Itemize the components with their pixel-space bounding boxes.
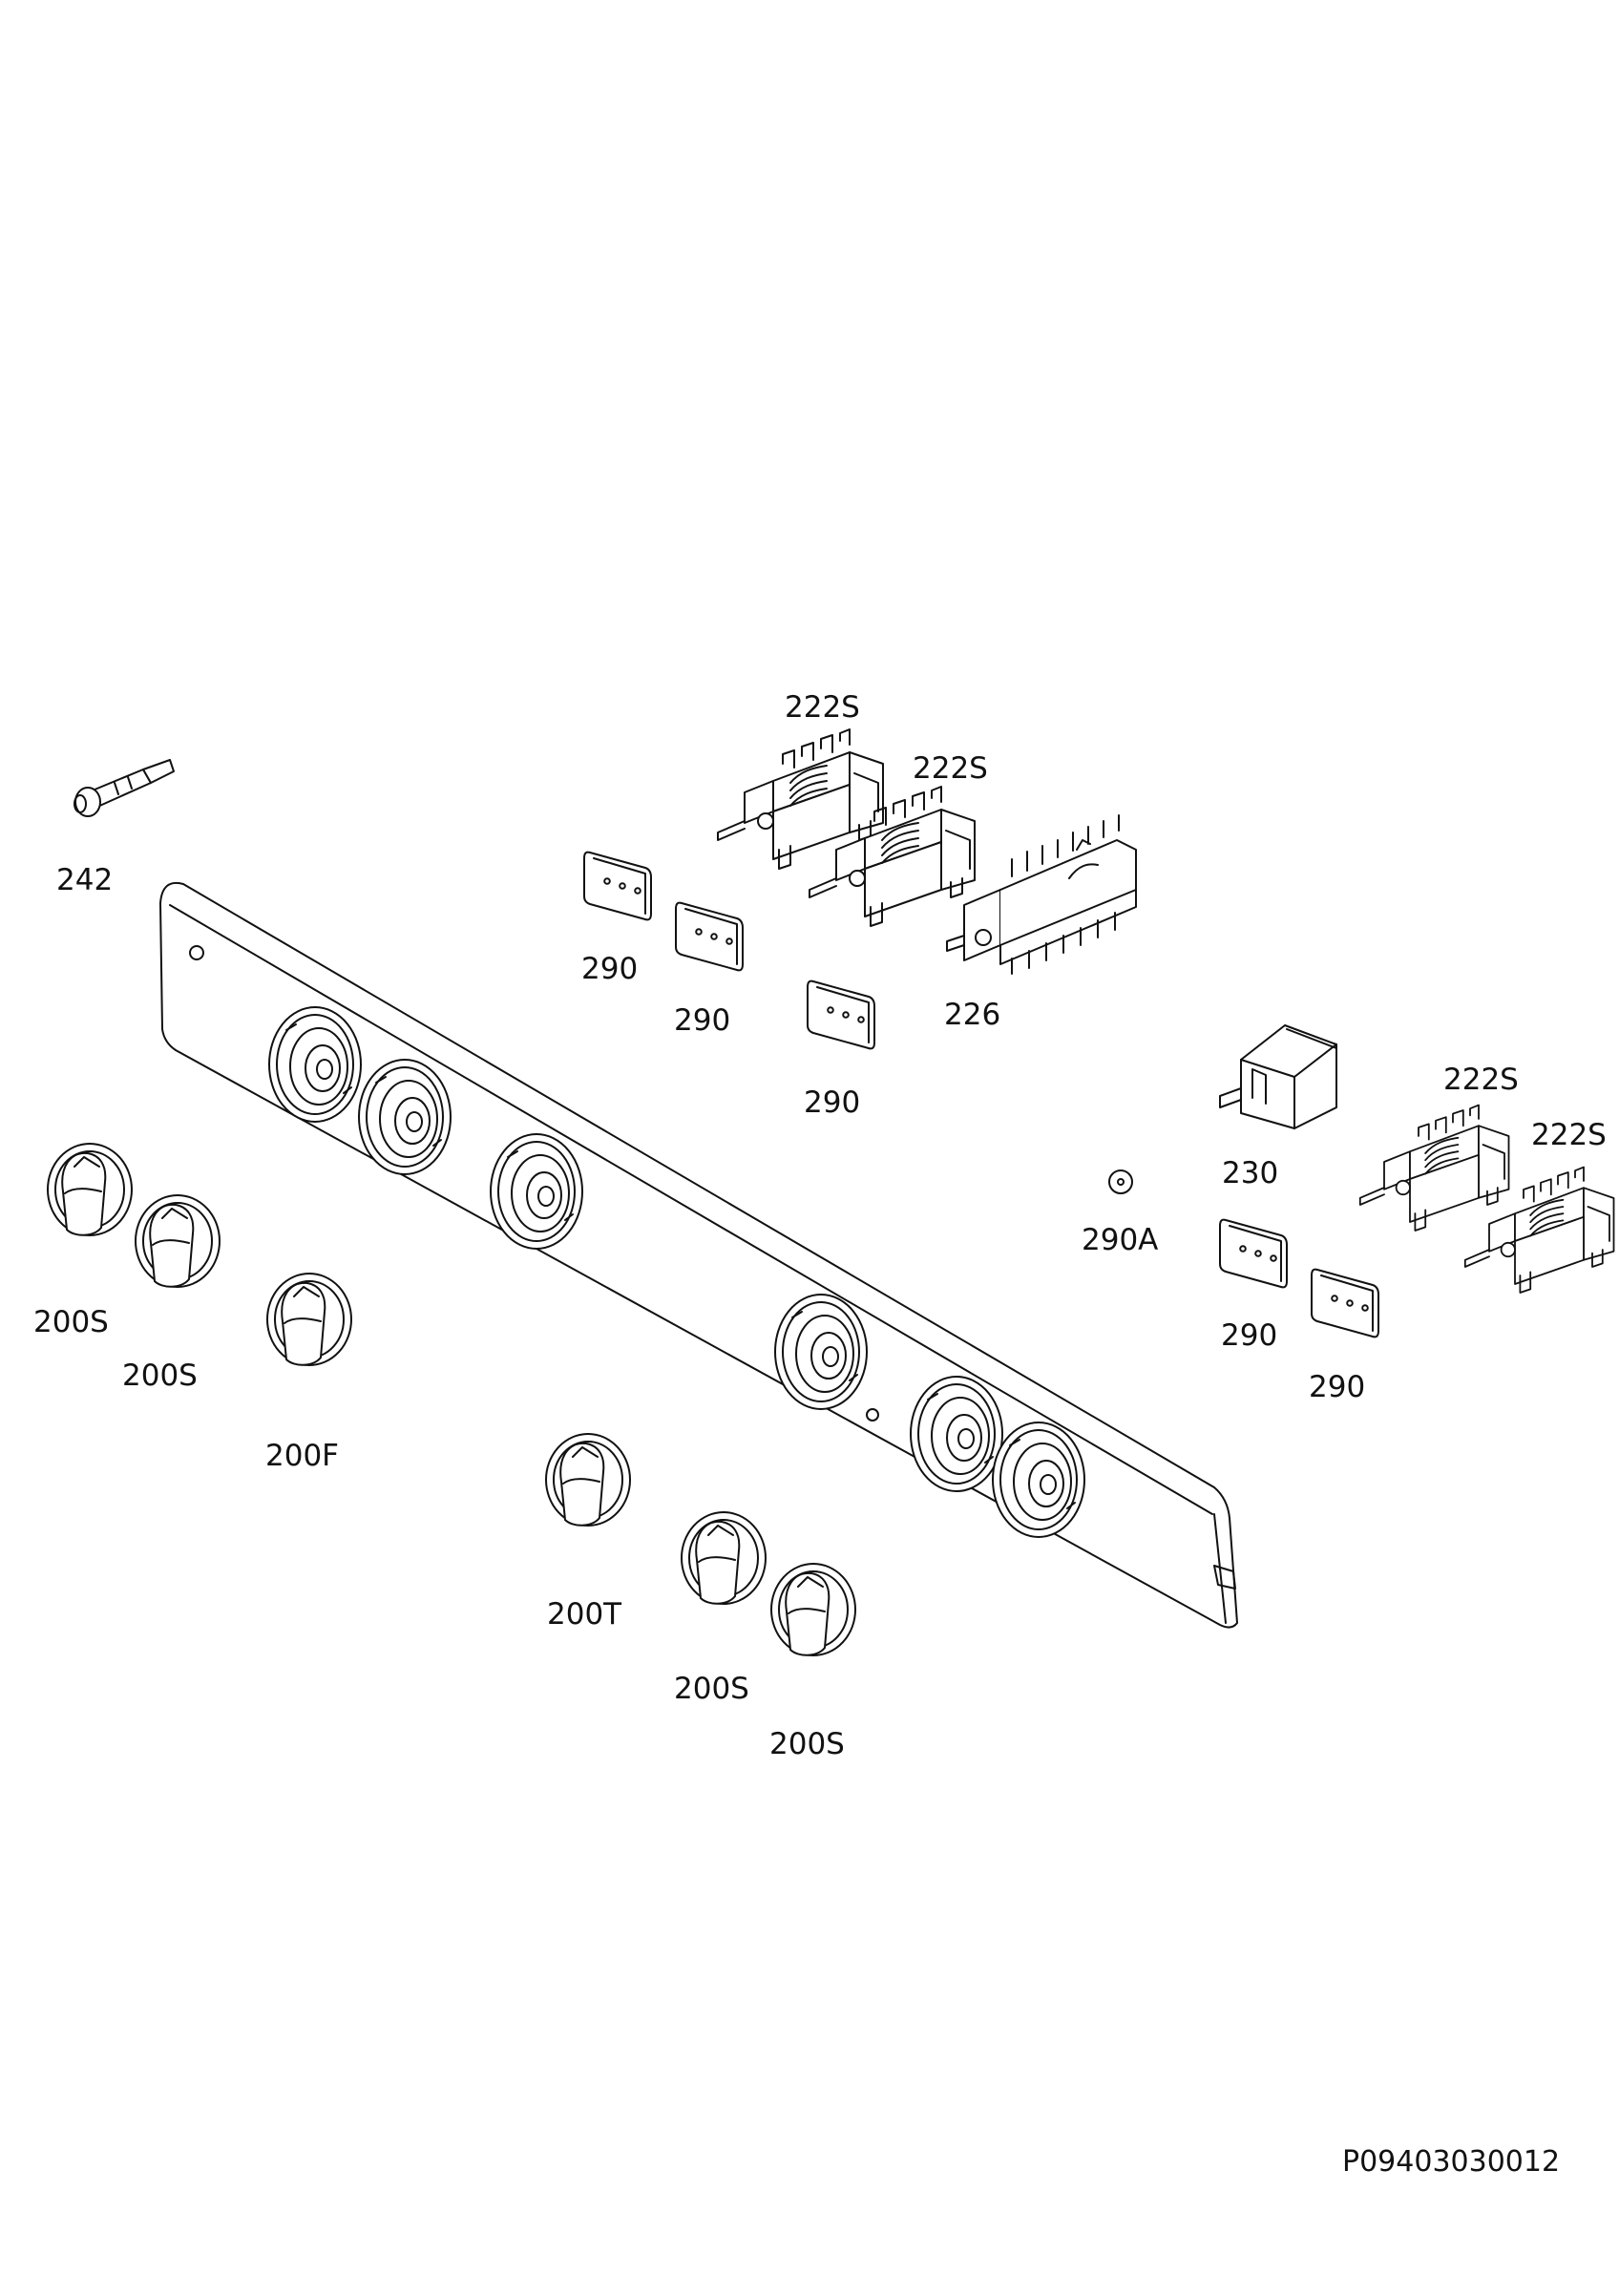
rotary-switch-222s-3 <box>1358 1104 1510 1232</box>
label-200s-3: 200S <box>674 1672 749 1706</box>
knob-200s-4 <box>770 1563 856 1656</box>
label-290-2: 290 <box>674 1003 731 1038</box>
selector-switch-226 <box>946 814 1137 975</box>
knob-200f <box>266 1273 352 1366</box>
label-200s-2: 200S <box>122 1359 198 1393</box>
mounting-plate-290-1 <box>583 851 652 921</box>
label-230: 230 <box>1222 1156 1279 1190</box>
label-222s-3: 222S <box>1443 1063 1519 1097</box>
label-200s-4: 200S <box>769 1727 845 1761</box>
drawing-code: P09403030012 <box>1342 2145 1561 2179</box>
label-290-4: 290 <box>1221 1318 1278 1353</box>
label-290-3: 290 <box>804 1085 861 1120</box>
label-290-1: 290 <box>581 952 639 986</box>
knob-200s-1 <box>47 1143 133 1236</box>
label-290-5: 290 <box>1309 1370 1366 1404</box>
label-290a: 290A <box>1082 1223 1159 1257</box>
ignition-switch-part <box>74 759 175 817</box>
label-226: 226 <box>944 998 1001 1032</box>
mounting-plate-290-3 <box>807 979 875 1050</box>
label-222s-2: 222S <box>913 751 988 786</box>
knob-200t <box>545 1433 631 1527</box>
label-222s-4: 222S <box>1531 1118 1607 1152</box>
label-200s-1: 200S <box>33 1305 109 1339</box>
label-242: 242 <box>56 863 114 897</box>
thermostat-230 <box>1219 1024 1337 1129</box>
mounting-plate-290-5 <box>1311 1268 1379 1338</box>
knob-200s-2 <box>135 1194 221 1288</box>
mounting-plate-290-2 <box>675 901 744 972</box>
mounting-plate-290-4 <box>1219 1218 1288 1289</box>
label-200t: 200T <box>547 1597 622 1632</box>
control-panel-fascia <box>159 882 1238 1629</box>
knob-200s-3 <box>681 1511 767 1605</box>
label-200f: 200F <box>265 1439 340 1473</box>
label-222s-1: 222S <box>785 690 860 725</box>
washer-290a <box>1108 1169 1133 1194</box>
